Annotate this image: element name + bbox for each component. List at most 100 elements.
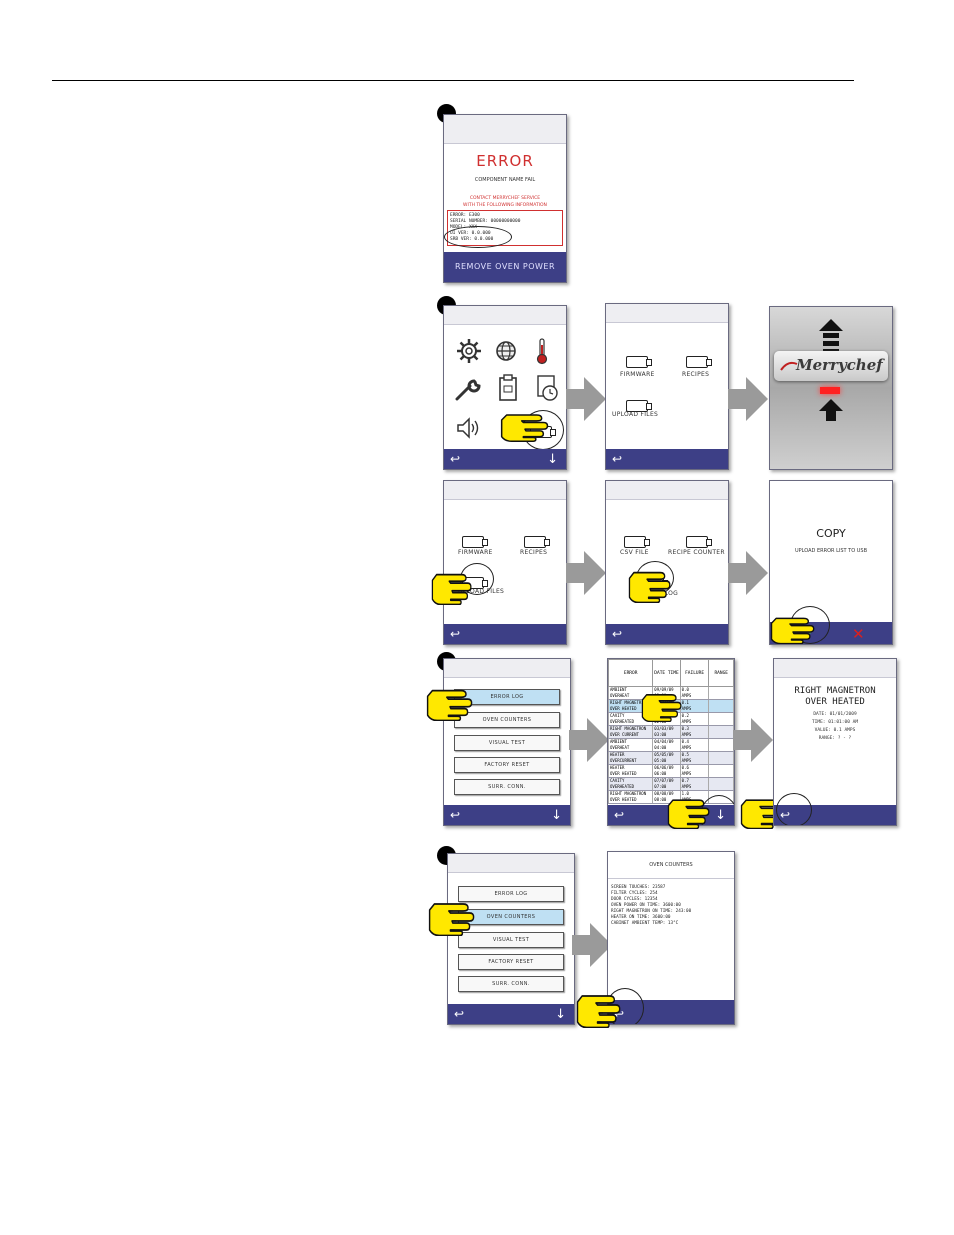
firmware-label[interactable]: FIRMWARE bbox=[620, 371, 655, 378]
table-cell: 0.5 AMPS bbox=[679, 751, 710, 765]
usb-icon[interactable] bbox=[524, 533, 550, 552]
service-menu-screen-oven-counters: ERROR LOG OVEN COUNTERS VISUAL TEST FACT… bbox=[447, 853, 575, 1025]
back-arrow-icon[interactable]: ↩ bbox=[612, 452, 623, 466]
table-cell: RIGHT MAGNETRON OVER CURRENT bbox=[608, 725, 654, 739]
down-arrow-icon[interactable]: ↓ bbox=[551, 808, 562, 823]
detail-line: VALUE: 0.1 AMPS bbox=[814, 728, 856, 733]
globe-icon[interactable] bbox=[495, 340, 517, 362]
pointing-hand-icon bbox=[641, 688, 683, 722]
oven-counters-screen: OVEN COUNTERS SCREEN TOUCHES: 23587 FILT… bbox=[607, 851, 735, 1025]
usb-icon[interactable] bbox=[462, 533, 488, 552]
copy-message: UPLOAD ERROR LIST TO USB bbox=[794, 548, 868, 554]
wrench-icon[interactable] bbox=[454, 378, 482, 402]
table-cell: CAVITY OVERHEATED bbox=[608, 777, 654, 791]
flow-arrow bbox=[566, 377, 606, 421]
table-cell bbox=[708, 751, 734, 765]
firmware-label[interactable]: FIRMWARE bbox=[458, 549, 493, 556]
clipboard-icon[interactable] bbox=[498, 374, 518, 402]
visual-test-button[interactable]: VISUAL TEST bbox=[454, 735, 560, 751]
table-cell: HEATER OVER HEATED bbox=[608, 764, 654, 778]
navbar: ↩ bbox=[606, 449, 728, 469]
back-arrow-icon[interactable]: ↩ bbox=[612, 627, 623, 641]
counter-line: HEATER ON TIME: 3600:00 bbox=[611, 915, 671, 920]
counter-line: CABINET AMBIENT TEMP: 13°C bbox=[611, 921, 679, 926]
surr-conn-button[interactable]: SURR. CONN. bbox=[458, 976, 564, 992]
topbar bbox=[448, 854, 574, 873]
csv-file-label[interactable]: CSV FILE bbox=[620, 549, 649, 556]
upload-menu-screen: CSV FILE RECIPE COUNTER ERROR LOG ↩ bbox=[605, 480, 729, 645]
detail-title-1: RIGHT MAGNETRON bbox=[794, 686, 876, 696]
navbar: ↩ ↓ bbox=[444, 449, 566, 469]
topbar bbox=[606, 304, 728, 323]
brand-plate: Merrychef bbox=[774, 351, 888, 381]
navbar: ↩ bbox=[606, 624, 728, 644]
version-highlight-circle bbox=[444, 226, 512, 248]
usb-icon[interactable] bbox=[626, 397, 652, 416]
flow-arrow bbox=[572, 923, 612, 967]
detail-line: TIME: 01:01:00 AM bbox=[811, 720, 859, 725]
back-arrow-icon[interactable]: ↩ bbox=[450, 627, 461, 641]
topbar bbox=[774, 659, 896, 678]
table-cell: RIGHT MAGNETRON OVER HEATED bbox=[608, 790, 654, 804]
contact-line-1: CONTACT MERRYCHEF SERVICE bbox=[469, 196, 541, 201]
factory-reset-button[interactable]: FACTORY RESET bbox=[454, 757, 560, 773]
flow-arrow bbox=[569, 718, 609, 762]
icon-menu-screen: ↩ ↓ bbox=[443, 305, 567, 470]
back-arrow-icon[interactable]: ↩ bbox=[614, 808, 625, 822]
usb-icon[interactable] bbox=[626, 353, 652, 372]
upload-files-label[interactable]: UPLOAD FILES bbox=[612, 411, 659, 418]
oven-counters-button[interactable]: OVEN COUNTERS bbox=[458, 909, 564, 925]
table-cell: AMBIENT OVERHEAT bbox=[608, 738, 654, 752]
topbar: OVEN COUNTERS bbox=[608, 852, 734, 879]
back-arrow-icon[interactable]: ↩ bbox=[454, 1007, 465, 1021]
oven-counters-button[interactable]: OVEN COUNTERS bbox=[454, 712, 560, 728]
visual-test-button[interactable]: VISUAL TEST bbox=[458, 932, 564, 948]
down-arrow-icon[interactable]: ↓ bbox=[555, 1007, 566, 1022]
error-info-box bbox=[447, 210, 563, 246]
clock-icon[interactable] bbox=[534, 374, 560, 402]
contact-line-2: WITH THE FOLLOWING INFORMATION bbox=[463, 203, 547, 208]
counter-lines: SCREEN TOUCHES: 23587 FILTER CYCLES: 254… bbox=[611, 885, 691, 927]
table-header-row: ERROR DATE TIME FAILURE RANGE bbox=[608, 659, 734, 687]
usb-icon[interactable] bbox=[686, 533, 712, 552]
recipes-label[interactable]: RECIPES bbox=[520, 549, 548, 556]
table-cell: HEATER OVERCURRENT bbox=[608, 751, 654, 765]
pointing-hand-icon bbox=[426, 683, 474, 721]
thermometer-icon[interactable] bbox=[535, 337, 549, 365]
settings-gear-icon[interactable] bbox=[456, 338, 482, 364]
red-indicator bbox=[820, 387, 840, 394]
column-header: DATE TIME bbox=[652, 659, 681, 687]
cross-icon[interactable]: ✕ bbox=[852, 625, 865, 643]
merrychef-splash-screen: Merrychef bbox=[769, 306, 893, 470]
back-arrow-icon[interactable]: ↩ bbox=[450, 452, 461, 466]
back-arrow-icon[interactable]: ↩ bbox=[450, 808, 461, 822]
swoosh-icon bbox=[780, 361, 798, 371]
recipes-label[interactable]: RECIPES bbox=[682, 371, 710, 378]
flow-arrow bbox=[728, 551, 768, 595]
error-log-button[interactable]: ERROR LOG bbox=[458, 886, 564, 902]
pointing-hand-icon bbox=[431, 567, 473, 605]
topbar bbox=[444, 115, 566, 144]
factory-reset-button[interactable]: FACTORY RESET bbox=[458, 954, 564, 970]
usb-icon[interactable] bbox=[624, 533, 650, 552]
error-bottom-bar: REMOVE OVEN POWER bbox=[444, 252, 566, 282]
error-subtitle: COMPONENT NAME FAIL bbox=[474, 177, 536, 183]
navbar: ↩ ↓ bbox=[444, 805, 570, 825]
down-arrow-icon[interactable]: ↓ bbox=[547, 452, 558, 467]
recipe-counter-label[interactable]: RECIPE COUNTER bbox=[668, 549, 725, 556]
usb-icon[interactable] bbox=[686, 353, 712, 372]
topbar bbox=[606, 481, 728, 500]
surr-conn-button[interactable]: SURR. CONN. bbox=[454, 779, 560, 795]
table-cell: AMBIENT OVERHEAT bbox=[608, 686, 654, 700]
error-screen: ERROR COMPONENT NAME FAIL CONTACT MERRYC… bbox=[443, 114, 567, 283]
table-cell: 0.6 AMPS bbox=[679, 764, 710, 778]
table-cell: 07/07/09 07:00 bbox=[652, 777, 681, 791]
speaker-icon[interactable] bbox=[456, 416, 480, 440]
pointing-hand-icon bbox=[428, 896, 476, 936]
counter-line: OVEN POWER ON TIME: 3600:00 bbox=[611, 903, 681, 908]
